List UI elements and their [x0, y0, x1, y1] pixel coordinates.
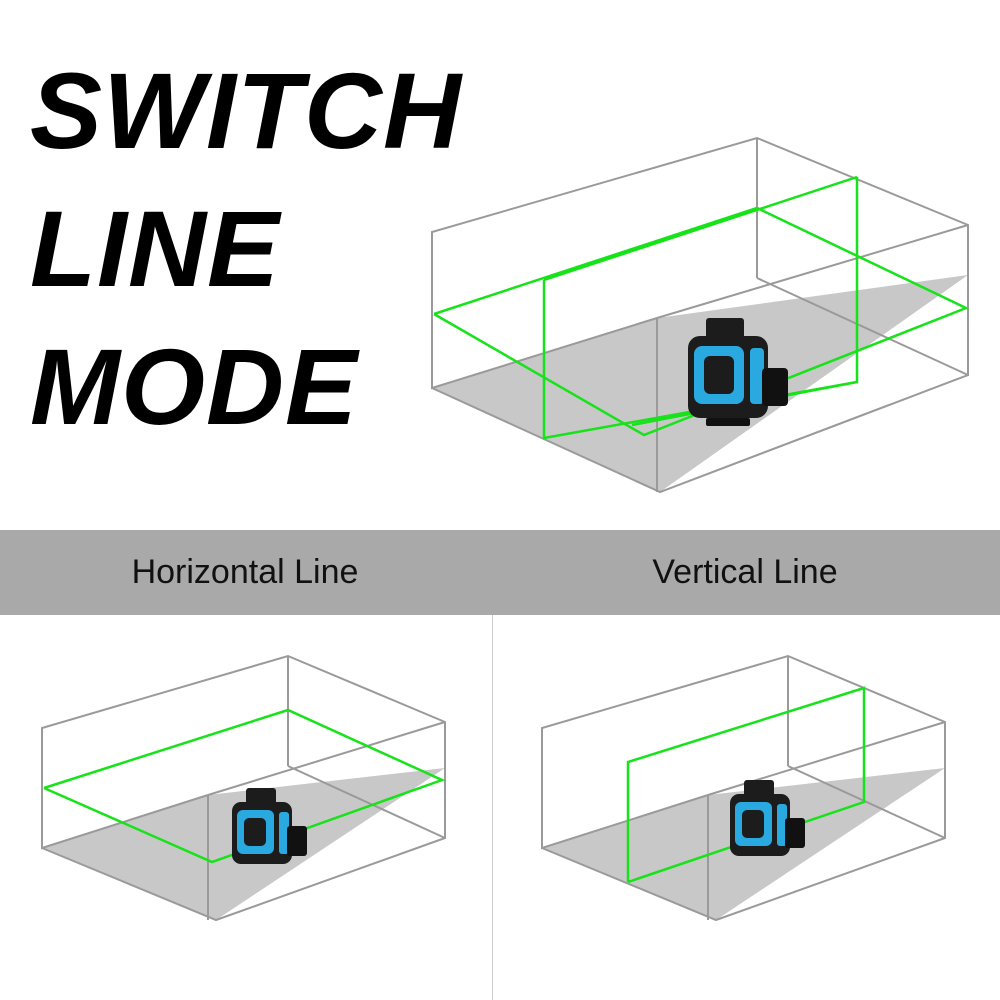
room-box-icon [431, 136, 970, 494]
panel-divider [492, 615, 493, 1000]
laser-level-device-icon [688, 318, 788, 426]
room-box-edges [41, 654, 446, 922]
vertical-line-room-icon [541, 654, 946, 922]
laser-level-device-icon [730, 780, 805, 856]
mode-label-vertical: Vertical Line [652, 553, 838, 591]
mode-band: Horizontal Line Vertical Line [0, 530, 1000, 615]
mode-label-horizontal: Horizontal Line [131, 553, 359, 591]
headline: SWITCH LINE MODE [30, 42, 462, 456]
headline-line-1: SWITCH [30, 50, 462, 171]
laser-level-device-icon [232, 788, 307, 864]
horizontal-laser-line [43, 708, 446, 864]
headline-line-2: LINE [30, 188, 281, 309]
room-box-edges [431, 136, 969, 494]
horizontal-line-room-icon [41, 654, 446, 922]
laser-lines [433, 175, 970, 440]
headline-line-3: MODE [30, 326, 358, 447]
